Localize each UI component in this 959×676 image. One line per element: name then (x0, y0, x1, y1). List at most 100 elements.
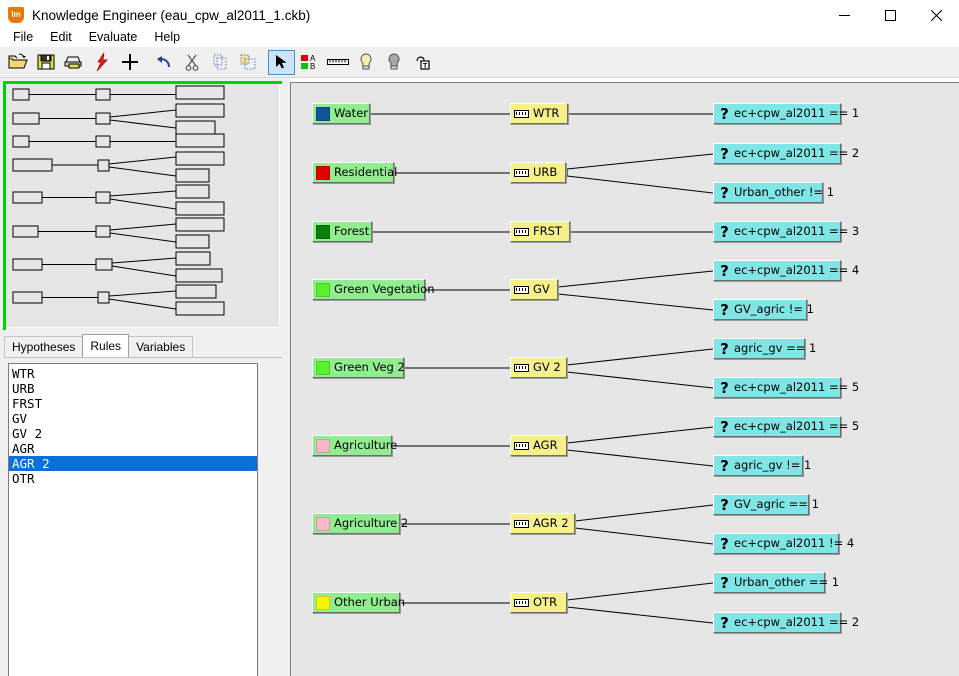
list-item[interactable]: GV 2 (12, 426, 43, 441)
node-label: ec+cpw_al2011 == 1 (734, 106, 860, 120)
question-node[interactable]: ? ec+cpw_al2011 == 3 (713, 221, 859, 242)
hypothesis-node-agriculture-2[interactable]: Agriculture 2 (312, 513, 408, 534)
question-node[interactable]: ? Urban_other == 1 (713, 572, 839, 593)
node-label: agric_gv != 1 (734, 458, 812, 472)
ruler-icon (514, 109, 529, 118)
rule-network-canvas[interactable]: Water WTR ? ec+cpw_al2011 == 1 Residenti… (290, 82, 959, 676)
list-item-selected[interactable]: AGR 2 (9, 456, 257, 471)
minimize-icon[interactable] (821, 0, 867, 30)
overview-pane[interactable] (3, 81, 282, 330)
lightning-icon[interactable] (88, 50, 115, 75)
connector-lines (371, 113, 714, 624)
hypothesis-node-agriculture[interactable]: Agriculture (312, 435, 397, 456)
node-label: GV (533, 282, 550, 296)
tab-hypotheses[interactable]: Hypotheses (4, 336, 84, 357)
arrow-pointer-icon[interactable] (268, 49, 295, 75)
node-label: ec+cpw_al2011 == 4 (734, 263, 860, 277)
rule-node-urb[interactable]: URB (510, 162, 566, 183)
hypothesis-node-other-urban[interactable]: Other Urban (312, 592, 405, 613)
open-folder-icon[interactable] (4, 50, 31, 75)
node-label: ec+cpw_al2011 == 5 (734, 419, 860, 433)
node-label: ec+cpw_al2011 != 4 (734, 536, 855, 550)
lightbulb-on-icon[interactable] (352, 50, 379, 75)
scissors-icon[interactable] (178, 50, 205, 75)
list-item[interactable]: WTR (12, 366, 35, 381)
window-controls (821, 0, 959, 30)
menu-edit[interactable]: Edit (50, 30, 72, 44)
list-item[interactable]: FRST (12, 396, 43, 411)
print-icon[interactable] (60, 50, 87, 75)
node-label: Residential (334, 165, 398, 179)
node-label: Agriculture (334, 438, 398, 452)
list-item[interactable]: OTR (12, 471, 35, 486)
node-label: ec+cpw_al2011 == 3 (734, 224, 860, 238)
question-node[interactable]: ? ec+cpw_al2011 == 2 (713, 612, 859, 633)
node-label: OTR (533, 595, 558, 609)
question-mark-icon: ? (720, 104, 729, 123)
plus-icon[interactable] (116, 50, 143, 75)
question-node[interactable]: ? ec+cpw_al2011 == 1 (713, 103, 859, 124)
color-swatch (316, 438, 330, 453)
node-label: agric_gv == 1 (734, 341, 817, 355)
undo-arrow-icon[interactable] (150, 50, 177, 75)
node-label: ec+cpw_al2011 == 5 (734, 380, 860, 394)
question-node[interactable]: ? GV_agric != 1 (713, 299, 814, 320)
ab-blocks-icon[interactable]: A B (296, 50, 323, 75)
question-node[interactable]: ? ec+cpw_al2011 == 5 (713, 377, 859, 398)
panel-splitter[interactable] (286, 78, 290, 676)
copy-icon[interactable] (206, 50, 233, 75)
question-node[interactable]: ? agric_gv == 1 (713, 338, 816, 359)
node-label: FRST (533, 224, 562, 238)
left-panel-tabs: Hypotheses Rules Variables (4, 334, 282, 358)
rule-node-gv-2[interactable]: GV 2 (510, 357, 567, 378)
paste-icon[interactable] (234, 50, 261, 75)
node-label: Forest (334, 224, 370, 238)
ruler-icon[interactable] (324, 50, 351, 75)
hypothesis-node-water[interactable]: Water (312, 103, 370, 124)
text-tag-icon[interactable]: T (408, 50, 435, 75)
question-node[interactable]: ? agric_gv != 1 (713, 455, 811, 476)
hypothesis-node-residential[interactable]: Residential (312, 162, 398, 183)
question-node[interactable]: ? ec+cpw_al2011 == 5 (713, 416, 859, 437)
rules-list[interactable]: WTR URB FRST GV GV 2 AGR AGR 2 OTR (8, 363, 258, 676)
rule-node-agr[interactable]: AGR (510, 435, 567, 456)
lightbulb-off-icon[interactable] (380, 50, 407, 75)
question-node[interactable]: ? GV_agric == 1 (713, 494, 819, 515)
list-item[interactable]: GV (12, 411, 28, 426)
question-mark-icon: ? (720, 456, 729, 475)
rule-node-wtr[interactable]: WTR (510, 103, 568, 124)
tab-rules[interactable]: Rules (82, 334, 130, 357)
menu-help[interactable]: Help (154, 30, 181, 44)
question-node[interactable]: ? ec+cpw_al2011 == 2 (713, 143, 859, 164)
save-disk-icon[interactable] (32, 50, 59, 75)
color-swatch (316, 224, 330, 239)
node-label: Water (334, 106, 368, 120)
close-icon[interactable] (913, 0, 959, 30)
hypothesis-node-green-vegetation[interactable]: Green Vegetation (312, 279, 435, 300)
rule-node-gv[interactable]: GV (510, 279, 558, 300)
hypothesis-node-green-veg-2[interactable]: Green Veg 2 (312, 357, 405, 378)
list-item[interactable]: AGR (12, 441, 35, 456)
node-label: AGR 2 (533, 516, 569, 530)
question-mark-icon: ? (720, 183, 729, 202)
left-panel: Hypotheses Rules Variables WTR URB FRST … (0, 78, 286, 676)
rule-node-agr-2[interactable]: AGR 2 (510, 513, 575, 534)
svg-text:T: T (423, 63, 428, 70)
rule-node-otr[interactable]: OTR (510, 592, 567, 613)
question-node[interactable]: ? ec+cpw_al2011 != 4 (713, 533, 854, 554)
ruler-icon (514, 227, 529, 236)
color-swatch (316, 282, 330, 297)
question-mark-icon: ? (720, 495, 729, 514)
maximize-icon[interactable] (867, 0, 913, 30)
list-item[interactable]: URB (12, 381, 35, 396)
menu-file[interactable]: File (13, 30, 34, 44)
ruler-icon (514, 598, 529, 607)
node-label: Green Veg 2 (334, 360, 405, 374)
rule-node-frst[interactable]: FRST (510, 221, 570, 242)
menu-evaluate[interactable]: Evaluate (88, 30, 138, 44)
hypothesis-node-forest[interactable]: Forest (312, 221, 372, 242)
question-mark-icon: ? (720, 573, 729, 592)
question-node[interactable]: ? ec+cpw_al2011 == 4 (713, 260, 859, 281)
question-node[interactable]: ? Urban_other != 1 (713, 182, 834, 203)
tab-variables[interactable]: Variables (128, 336, 194, 357)
